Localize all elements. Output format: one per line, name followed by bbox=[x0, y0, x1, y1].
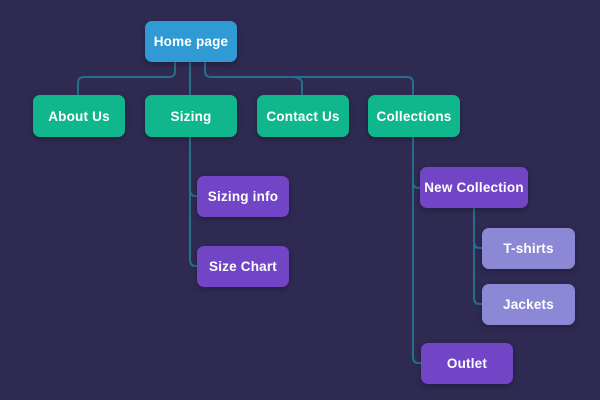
node-sizing-info[interactable]: Sizing info bbox=[197, 176, 289, 217]
node-size-chart[interactable]: Size Chart bbox=[197, 246, 289, 287]
connector-sizing-info bbox=[189, 189, 200, 197]
connector-home-right-branch bbox=[204, 62, 414, 95]
node-sizing-label: Sizing bbox=[170, 108, 212, 124]
node-about-us[interactable]: About Us bbox=[33, 95, 125, 137]
node-outlet[interactable]: Outlet bbox=[421, 343, 513, 384]
connector-collections-trunk bbox=[412, 137, 424, 364]
node-home-page[interactable]: Home page bbox=[145, 21, 237, 62]
node-outlet-label: Outlet bbox=[446, 356, 488, 371]
node-contact-us-label: Contact Us bbox=[266, 108, 340, 124]
node-about-us-label: About Us bbox=[48, 108, 110, 124]
node-jackets[interactable]: Jackets bbox=[482, 284, 575, 325]
node-sizing[interactable]: Sizing bbox=[145, 95, 237, 137]
connector-sizing-trunk bbox=[189, 137, 200, 267]
connector-home-about bbox=[77, 62, 176, 95]
node-size-chart-label: Size Chart bbox=[208, 259, 278, 274]
node-t-shirts-label: T-shirts bbox=[503, 241, 554, 256]
node-jackets-label: Jackets bbox=[503, 297, 554, 312]
node-collections[interactable]: Collections bbox=[368, 95, 460, 137]
node-home-page-label: Home page bbox=[153, 34, 229, 49]
node-new-collection[interactable]: New Collection bbox=[420, 167, 528, 208]
connector-tshirts bbox=[473, 241, 485, 249]
node-collections-label: Collections bbox=[376, 108, 452, 124]
connector-group bbox=[77, 62, 485, 364]
connector-newcollection-trunk bbox=[473, 208, 485, 305]
connector-home-contact bbox=[289, 76, 303, 95]
node-contact-us[interactable]: Contact Us bbox=[257, 95, 349, 137]
node-sizing-info-label: Sizing info bbox=[207, 189, 279, 204]
node-new-collection-label: New Collection bbox=[424, 180, 524, 195]
node-t-shirts[interactable]: T-shirts bbox=[482, 228, 575, 269]
connector-new-collection bbox=[412, 181, 423, 189]
